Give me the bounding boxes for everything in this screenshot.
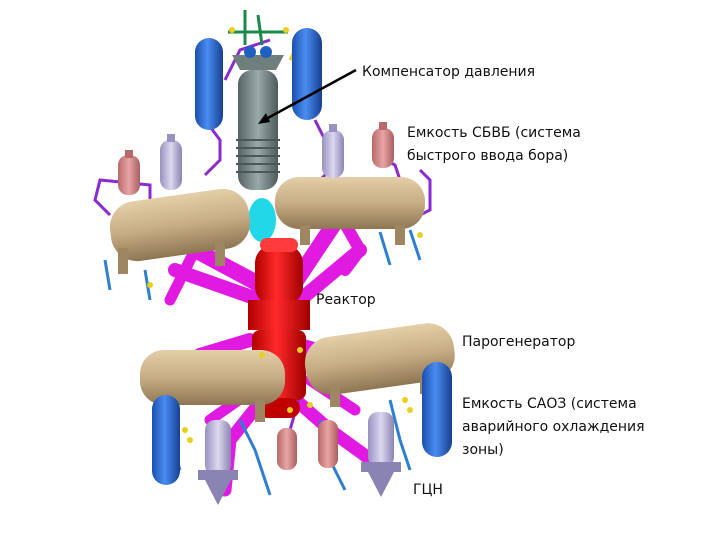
- label-reactor: Реактор: [316, 289, 376, 312]
- label-pressurizer: Компенсатор давления: [362, 61, 535, 84]
- boron-tank-left-pink: [118, 150, 140, 195]
- label-pump: ГЦН: [413, 479, 443, 502]
- label-eccs-tank: Емкость САОЗ (система аварийного охлажде…: [462, 393, 645, 462]
- label-steam-generator: Парогенератор: [462, 331, 575, 354]
- small-tank-lower-pink-1: [277, 428, 297, 470]
- eccs-tank-lower-left: [152, 395, 180, 485]
- boron-tank-right-pink: [372, 122, 394, 168]
- pressurizer: [228, 10, 289, 190]
- small-tank-lower-pink-2: [318, 420, 338, 468]
- label-boron-tank: Емкость СБВБ (система быстрого ввода бор…: [407, 122, 581, 168]
- eccs-tank-upper-left: [195, 38, 223, 130]
- boron-tank-right-lavender: [322, 124, 344, 178]
- eccs-tank-lower-right: [422, 362, 452, 457]
- boron-tank-left-lavender: [160, 134, 182, 190]
- eccs-tank-upper-right: [292, 28, 322, 120]
- cyan-unit: [248, 198, 276, 242]
